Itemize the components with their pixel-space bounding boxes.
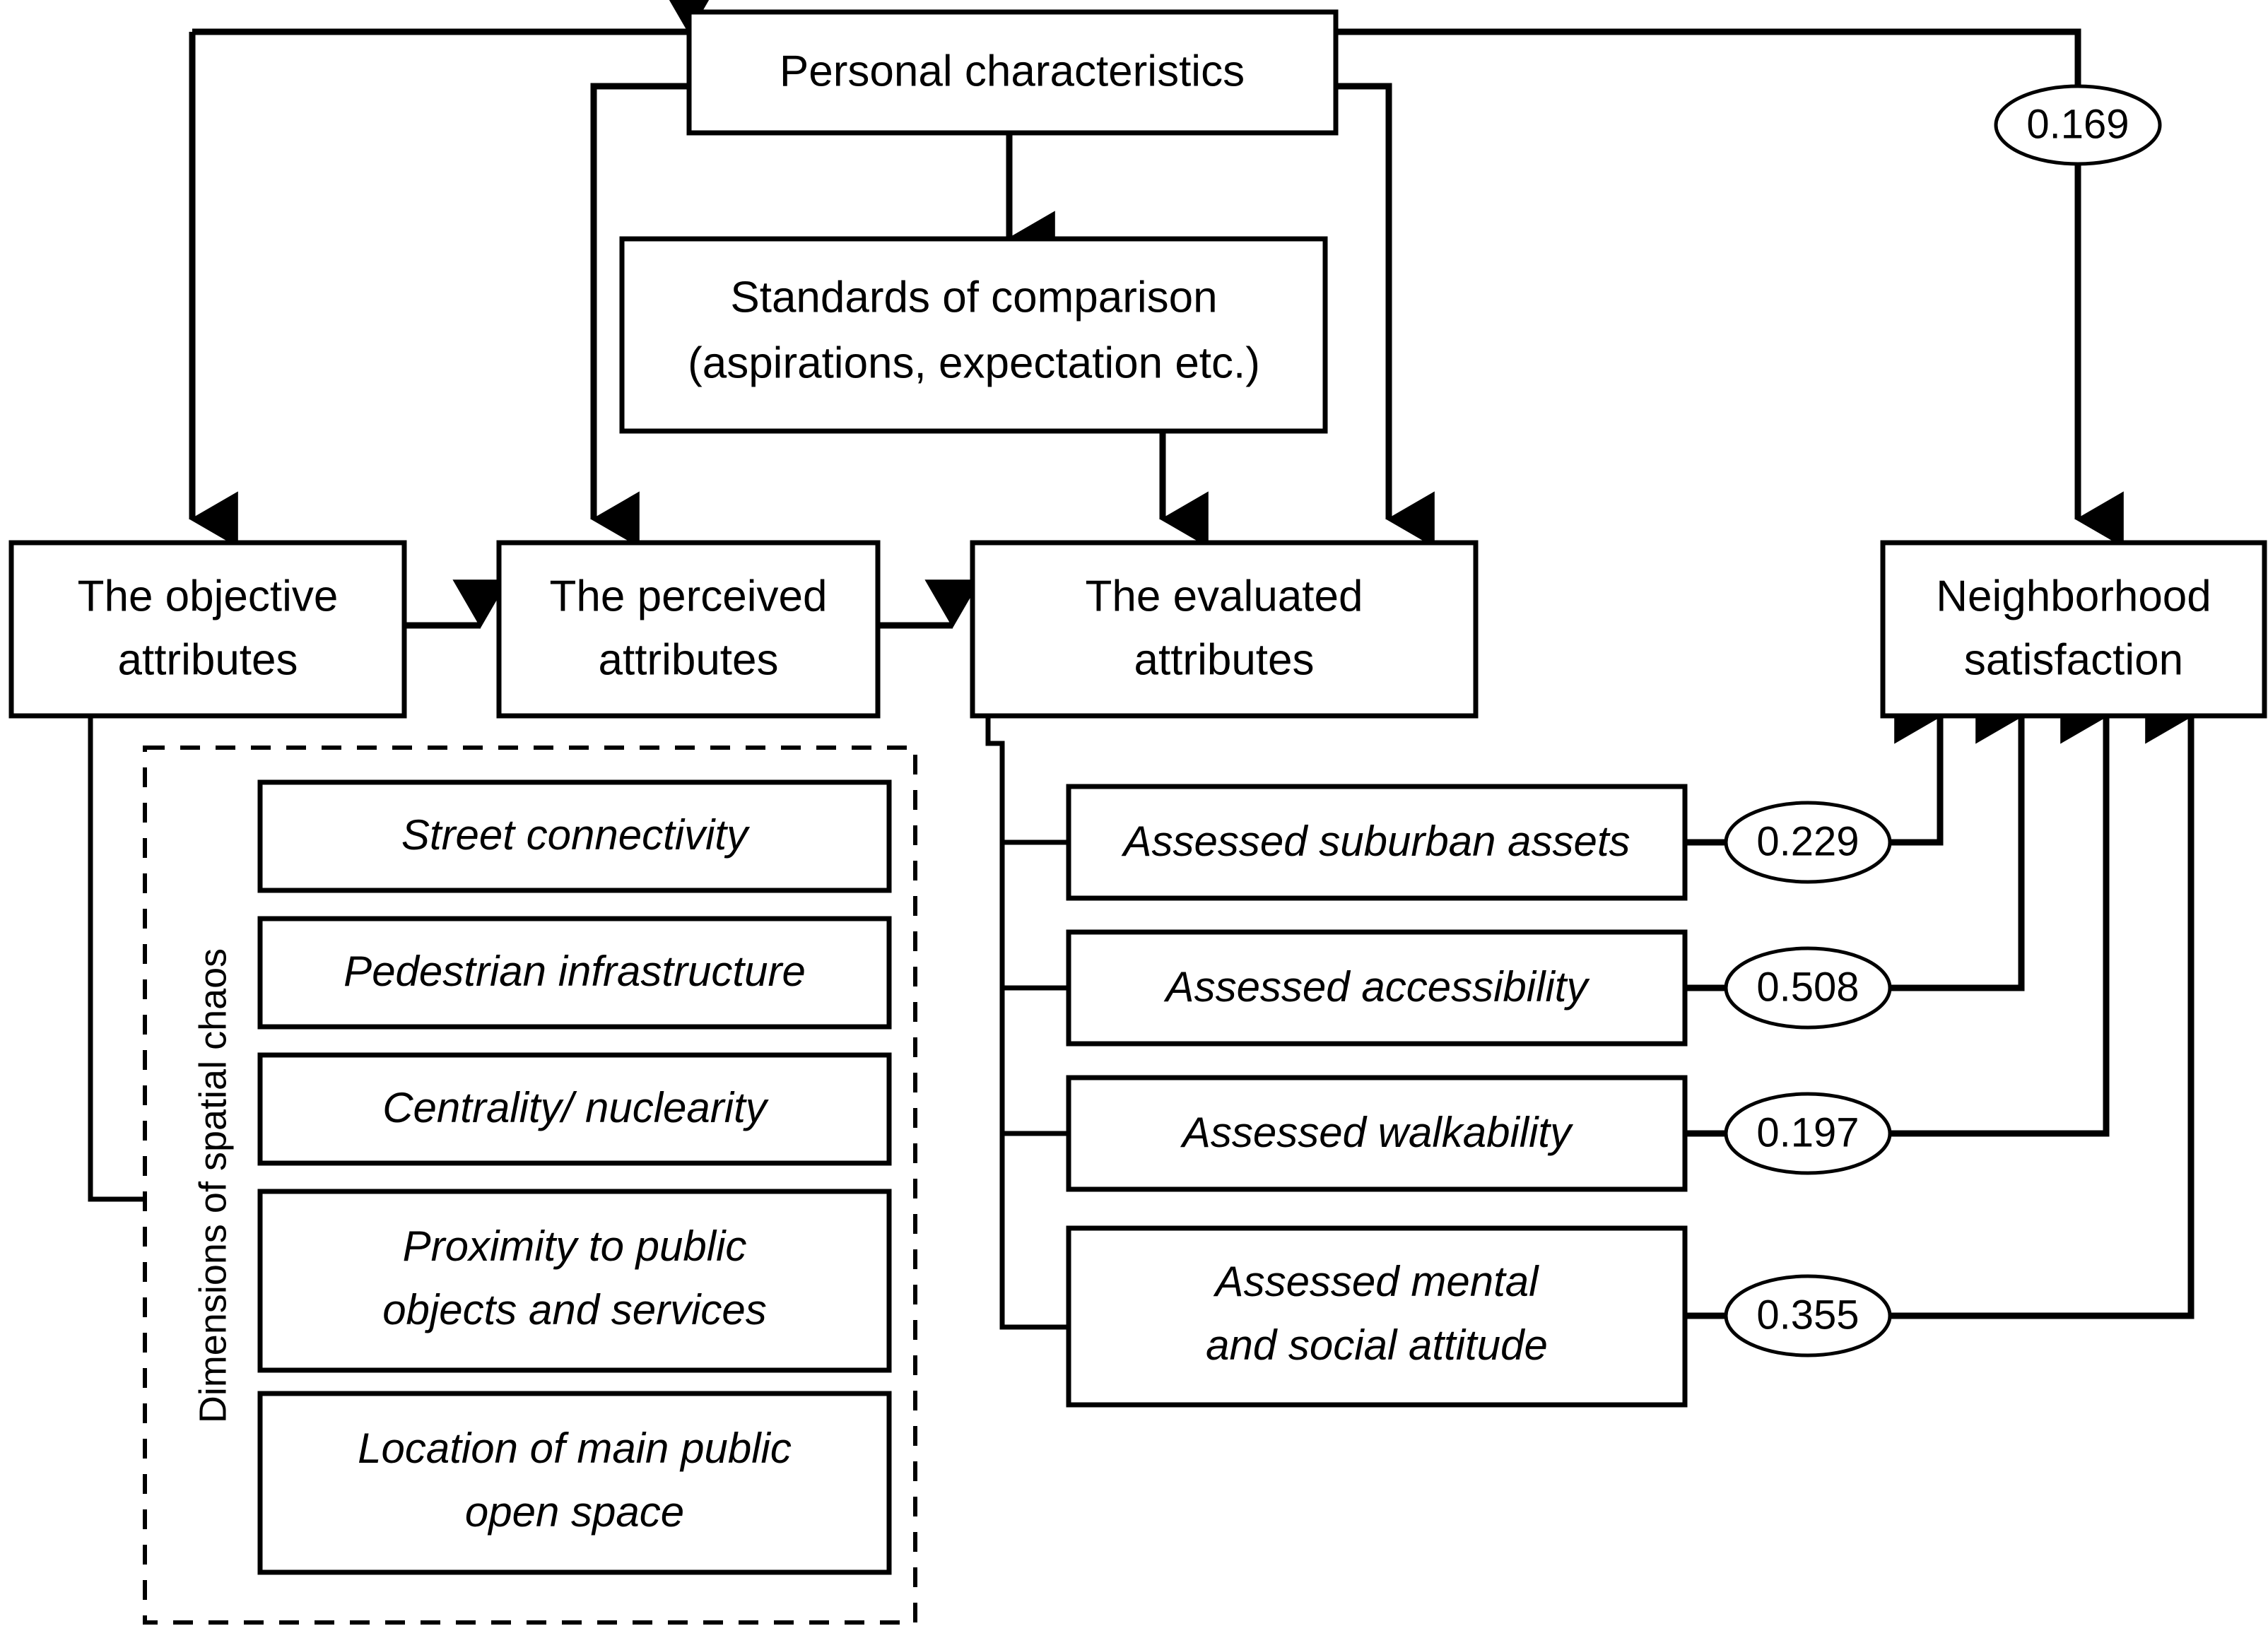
assessed-box-mental-social-attitude[interactable]: Assessed mental and social attitude	[1066, 1225, 1688, 1408]
connector-coef-229-to-neighborhood	[1888, 688, 1944, 846]
standards-label-line2: (aspirations, expectation etc.)	[688, 338, 1260, 387]
coefficient-label-0508: 0.508	[1756, 964, 1859, 1010]
node-perceived-attributes[interactable]: The perceived attributes	[496, 540, 881, 719]
dimension-label-centrality-nuclearity: Centrality/ nuclearity	[382, 1084, 770, 1131]
evaluated-attributes-label-line1: The evaluated	[1086, 572, 1363, 620]
connector-coef-508-to-neighborhood	[1888, 688, 2025, 991]
coefficient-ellipse-mental-social[interactable]: 0.355	[1724, 1274, 1892, 1357]
objective-attributes-label-line2: attributes	[117, 635, 298, 684]
coefficient-label-0169: 0.169	[2026, 101, 2129, 147]
assessed-box-accessibility[interactable]: Assessed accessibility	[1066, 929, 1688, 1047]
connector-personal-to-neighborhood	[1336, 28, 2124, 548]
connector-coef-355-to-neighborhood	[1888, 688, 2194, 1319]
coefficient-label-0229: 0.229	[1756, 818, 1859, 864]
assessed-box-suburban-assets[interactable]: Assessed suburban assets	[1066, 784, 1688, 901]
dimension-box-proximity-public-objects[interactable]: Proximity to public objects and services	[257, 1189, 892, 1373]
personal-characteristics-label: Personal characteristics	[780, 47, 1245, 95]
coefficient-label-0197: 0.197	[1756, 1109, 1859, 1155]
dimension-label-proximity-line2: objects and services	[382, 1286, 767, 1333]
assessed-box-walkability[interactable]: Assessed walkability	[1066, 1075, 1688, 1192]
dimensions-group-label: Dimensions of spatial chaos	[192, 948, 234, 1423]
neighborhood-satisfaction-label-line2: satisfaction	[1964, 635, 2183, 684]
coefficient-ellipse-suburban-assets[interactable]: 0.229	[1724, 801, 1892, 884]
dimension-label-proximity-line1: Proximity to public	[403, 1223, 747, 1270]
dimension-label-street-connectivity: Street connectivity	[401, 811, 751, 859]
node-personal-characteristics[interactable]: Personal characteristics	[686, 9, 1339, 136]
connector-coef-197-to-neighborhood	[1888, 688, 2110, 1137]
node-evaluated-attributes[interactable]: The evaluated attributes	[970, 540, 1479, 719]
neighborhood-satisfaction-label-line1: Neighborhood	[1936, 572, 2211, 620]
assessed-label-suburban-assets: Assessed suburban assets	[1121, 818, 1630, 865]
dimension-box-street-connectivity[interactable]: Street connectivity	[257, 779, 892, 893]
standards-label-line1: Standards of comparison	[730, 273, 1217, 322]
node-standards-of-comparison[interactable]: Standards of comparison (aspirations, ex…	[619, 236, 1328, 434]
connector-personal-to-perceived	[590, 83, 689, 548]
assessed-label-accessibility: Assessed accessibility	[1164, 963, 1591, 1011]
coefficient-label-0355: 0.355	[1756, 1292, 1859, 1338]
dimension-box-location-public-open-space[interactable]: Location of main public open space	[257, 1391, 892, 1575]
perceived-attributes-label-line2: attributes	[598, 635, 778, 684]
node-neighborhood-satisfaction[interactable]: Neighborhood satisfaction	[1880, 540, 2267, 719]
coefficient-ellipse-accessibility[interactable]: 0.508	[1724, 946, 1892, 1030]
dimension-label-location-line1: Location of main public	[358, 1425, 792, 1472]
dimension-box-centrality-nuclearity[interactable]: Centrality/ nuclearity	[257, 1052, 892, 1166]
node-objective-attributes[interactable]: The objective attributes	[8, 540, 407, 719]
objective-attributes-label-line1: The objective	[78, 572, 339, 620]
perceived-attributes-label-line1: The perceived	[550, 572, 828, 620]
dimension-label-pedestrian-infrastructure: Pedestrian infrastructure	[343, 948, 806, 995]
connector-assessed-to-coefficients	[1685, 839, 1727, 1319]
connector-personal-to-evaluated	[1336, 83, 1435, 548]
dimension-box-pedestrian-infrastructure[interactable]: Pedestrian infrastructure	[257, 916, 892, 1030]
assessed-label-mental-line1: Assessed mental	[1214, 1258, 1540, 1305]
coefficient-ellipse-walkability[interactable]: 0.197	[1724, 1092, 1892, 1175]
assessed-label-walkability: Assessed walkability	[1180, 1109, 1574, 1156]
connector-objective-to-dimensions	[88, 715, 145, 1202]
dimension-label-location-line2: open space	[465, 1488, 684, 1536]
assessed-label-mental-line2: and social attitude	[1206, 1321, 1548, 1369]
connector-evaluated-to-assessed	[985, 715, 1069, 1330]
evaluated-attributes-label-line2: attributes	[1134, 635, 1314, 684]
coefficient-ellipse-personal-to-neighborhood[interactable]: 0.169	[1994, 84, 2162, 166]
dimensions-group-box	[143, 746, 917, 1625]
